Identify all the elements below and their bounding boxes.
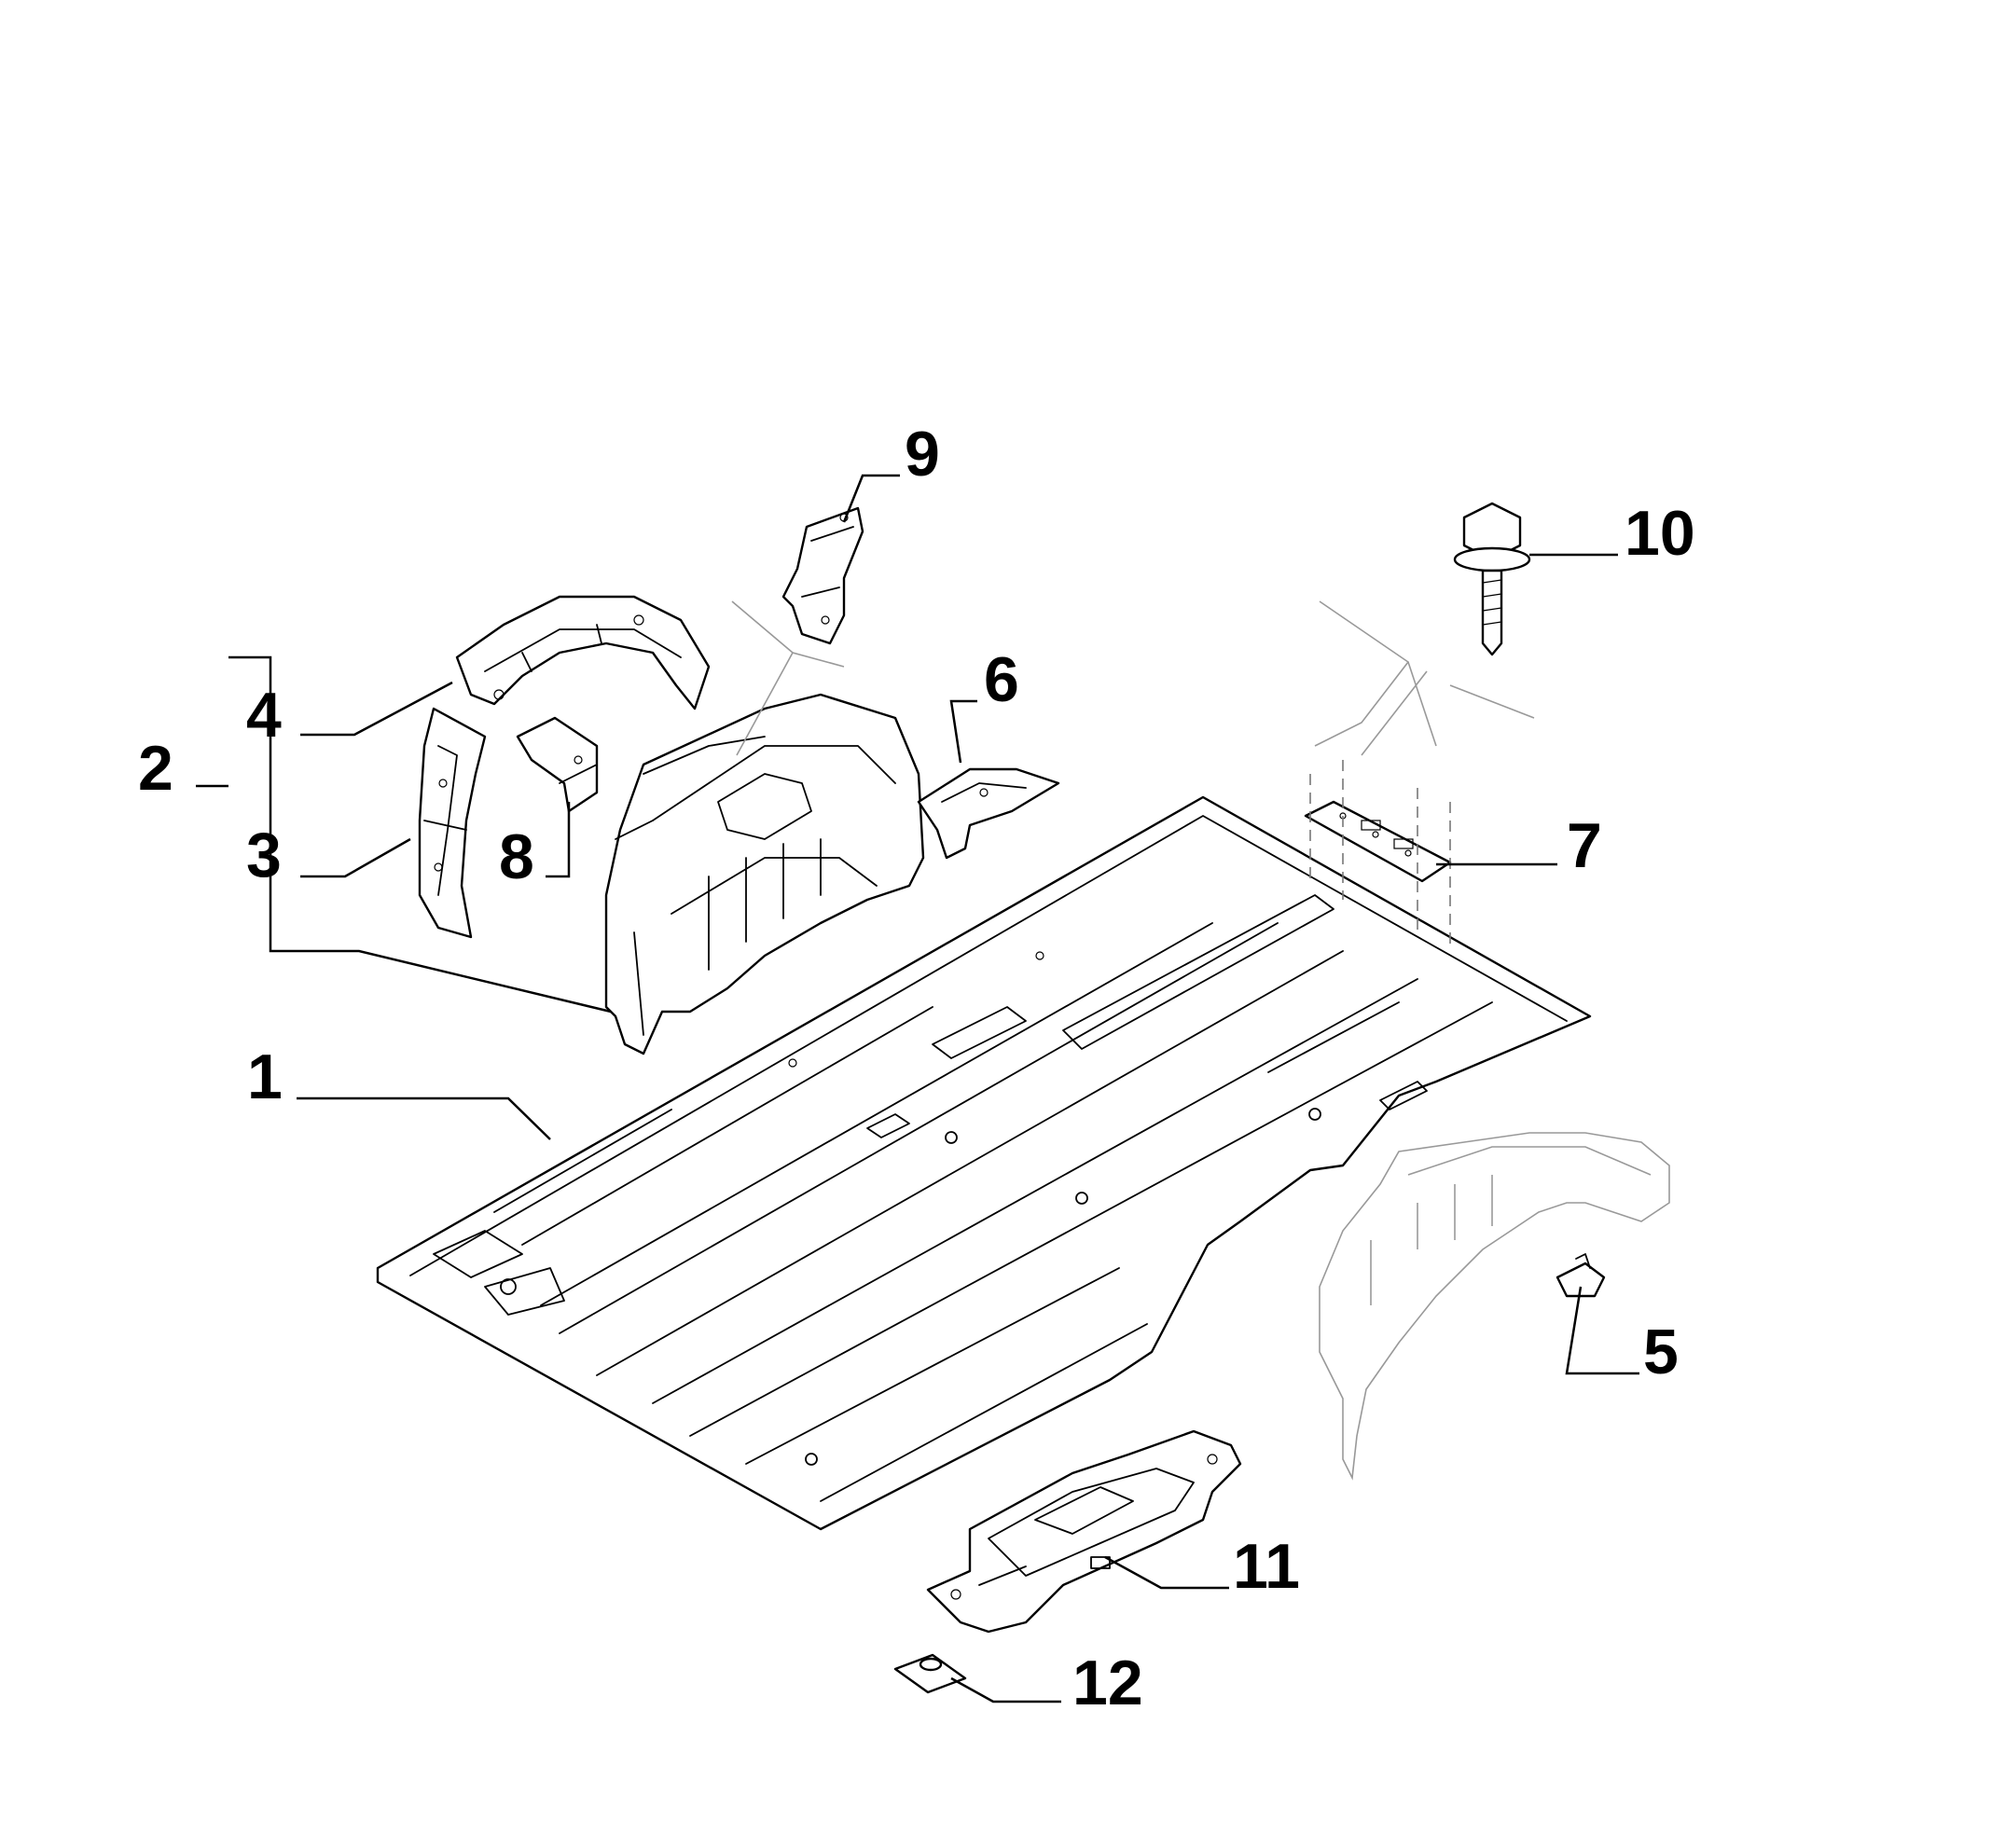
callout-5: 5	[1643, 1317, 1679, 1387]
floor-panel[interactable]	[376, 795, 1592, 1531]
callout-labels: 1 2 3 4 5 6 7 8 9 10 11 12	[138, 419, 1695, 1718]
callout-11: 11	[1233, 1531, 1300, 1602]
callout-3: 3	[246, 820, 282, 890]
nut-plate-12[interactable]	[893, 1653, 967, 1694]
callout-6: 6	[984, 644, 1019, 715]
bracket-8[interactable]	[516, 716, 599, 813]
callout-12: 12	[1072, 1648, 1143, 1718]
bracket-9[interactable]	[781, 506, 864, 645]
arch-upper-4[interactable]	[455, 595, 711, 710]
leader-lines	[196, 474, 1639, 1703]
arch-liner-3[interactable]	[418, 707, 487, 939]
callout-7: 7	[1567, 810, 1602, 881]
callout-8: 8	[499, 821, 534, 892]
callout-10: 10	[1625, 498, 1695, 569]
explosion-lines	[731, 600, 1535, 756]
mounting-plate-7[interactable]	[1304, 760, 1452, 946]
bolt-10[interactable]	[1453, 502, 1531, 656]
callout-1: 1	[247, 1041, 283, 1112]
wheel-arch-assembly-left[interactable]	[604, 693, 925, 1055]
callout-2: 2	[138, 733, 173, 804]
wheel-arch-right-5[interactable]	[1319, 1132, 1670, 1481]
tray-11[interactable]	[926, 1429, 1242, 1634]
callout-4: 4	[246, 680, 282, 751]
bracket-plate-6[interactable]	[917, 767, 1060, 860]
callout-9: 9	[905, 419, 940, 490]
